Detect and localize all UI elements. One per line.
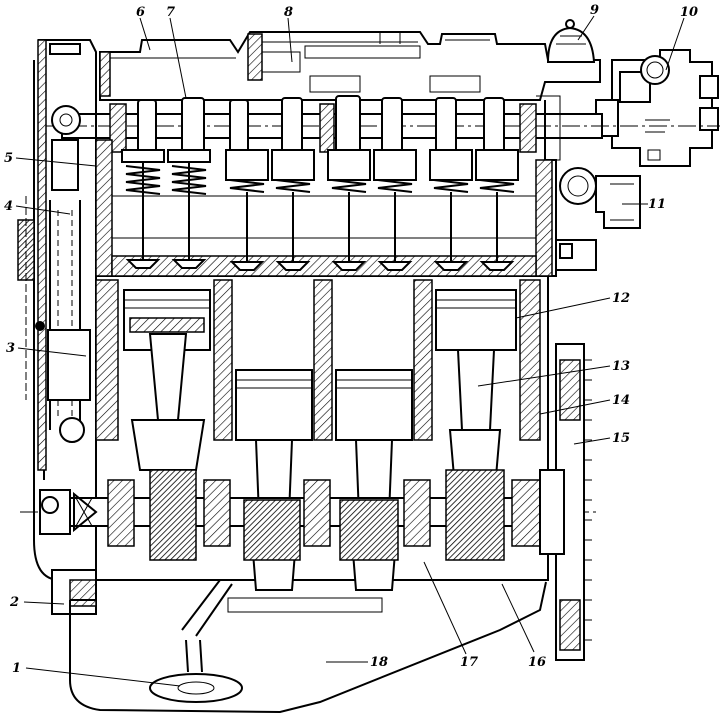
callout-16: 16 (528, 655, 546, 670)
callout-10: 10 (680, 5, 698, 20)
cylinder-head (95, 100, 557, 277)
water-outlet (555, 167, 641, 271)
valve-spring-5 (327, 149, 371, 271)
callout-labels: 1 2 3 4 5 6 7 8 9 10 11 12 13 14 15 16 1… (4, 3, 698, 676)
callout-13: 13 (612, 359, 630, 374)
leader-lines (15, 15, 685, 687)
flywheel (539, 343, 592, 661)
callout-18: 18 (370, 655, 388, 670)
oil-sump (69, 580, 547, 714)
callout-7: 7 (166, 5, 175, 20)
callout-14: 14 (612, 393, 630, 408)
callout-6: 6 (136, 5, 145, 20)
valve-train (121, 149, 519, 271)
piston-1 (123, 289, 211, 471)
callout-12: 12 (612, 291, 630, 306)
callout-15: 15 (612, 431, 630, 446)
crank-webs (149, 469, 505, 561)
valve-spring-1 (121, 149, 165, 269)
distributor (595, 49, 719, 167)
piston-4 (435, 289, 517, 501)
chain-tensioner (35, 321, 91, 443)
oil-filler-cap (546, 19, 596, 63)
valve-cover (99, 31, 601, 101)
valve-spring-7 (429, 149, 473, 271)
callout-3: 3 (6, 341, 15, 356)
valve-spring-4 (271, 149, 315, 271)
callout-1: 1 (12, 661, 21, 676)
callout-8: 8 (284, 5, 293, 20)
valve-spring-6 (373, 149, 417, 271)
callout-4: 4 (4, 199, 13, 214)
valve-spring-3 (225, 149, 269, 271)
valve-spring-2 (167, 149, 211, 269)
callout-2: 2 (9, 595, 19, 610)
crankshaft (20, 469, 600, 561)
callout-11: 11 (648, 197, 666, 212)
callout-5: 5 (4, 151, 13, 166)
callout-17: 17 (460, 655, 478, 670)
oil-pickup (149, 579, 243, 703)
cylinder-block (95, 276, 549, 581)
valve-spring-8 (475, 149, 519, 271)
callout-9: 9 (590, 3, 599, 18)
